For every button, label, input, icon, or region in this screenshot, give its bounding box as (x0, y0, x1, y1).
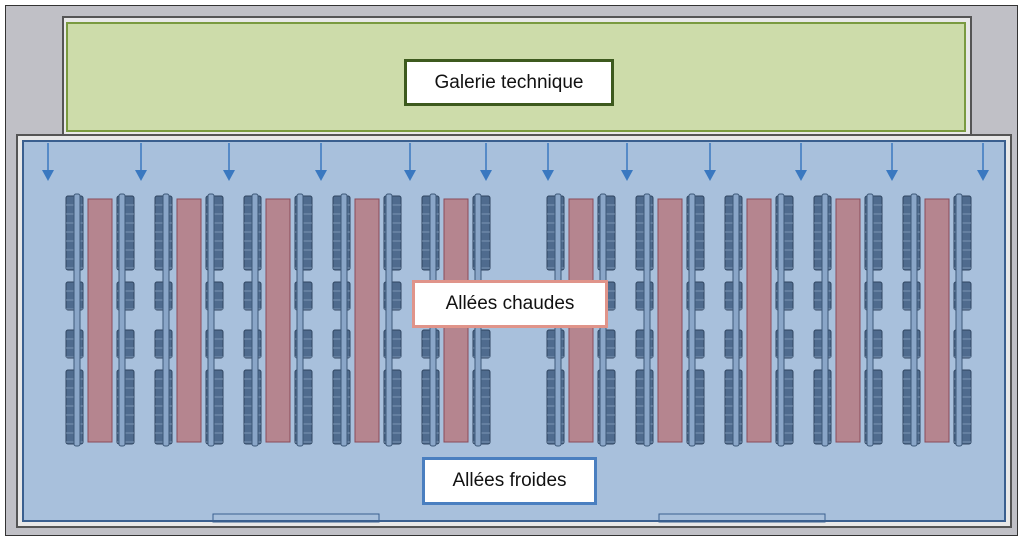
hot-aisle-containment (265, 198, 291, 443)
door (658, 513, 826, 523)
cable-tray (910, 193, 918, 447)
airflow-arrow-icon (404, 170, 416, 181)
cable-tray (207, 193, 215, 447)
cable-tray (385, 193, 393, 447)
hot-aisles-label: Allées chaudes (412, 280, 608, 328)
cable-tray (866, 193, 874, 447)
cable-tray (732, 193, 740, 447)
hot-aisle-containment (924, 198, 950, 443)
cable-tray (821, 193, 829, 447)
cable-tray (643, 193, 651, 447)
door (212, 513, 380, 523)
airflow-arrow-icon (542, 170, 554, 181)
hot-aisle-containment (746, 198, 772, 443)
airflow-arrow-icon (704, 170, 716, 181)
hot-aisle-containment (354, 198, 380, 443)
cable-tray (251, 193, 259, 447)
hot-aisle-containment (87, 198, 113, 443)
cable-tray (296, 193, 304, 447)
airflow-arrow-icon (480, 170, 492, 181)
airflow-arrow-icon (977, 170, 989, 181)
cable-tray (162, 193, 170, 447)
airflow-arrow-icon (315, 170, 327, 181)
cable-tray (688, 193, 696, 447)
cable-tray (340, 193, 348, 447)
airflow-arrow-icon (42, 170, 54, 181)
airflow-arrow-icon (223, 170, 235, 181)
cable-tray (955, 193, 963, 447)
cable-tray (777, 193, 785, 447)
hot-aisle-containment (835, 198, 861, 443)
cable-tray (118, 193, 126, 447)
cable-tray (73, 193, 81, 447)
airflow-arrow-icon (621, 170, 633, 181)
hot-aisle-containment (657, 198, 683, 443)
airflow-arrow-icon (135, 170, 147, 181)
airflow-arrow-icon (886, 170, 898, 181)
airflow-arrow-icon (795, 170, 807, 181)
gallery-label: Galerie technique (404, 59, 614, 106)
hot-aisle-containment (176, 198, 202, 443)
cold-aisles-label: Allées froides (422, 457, 597, 505)
